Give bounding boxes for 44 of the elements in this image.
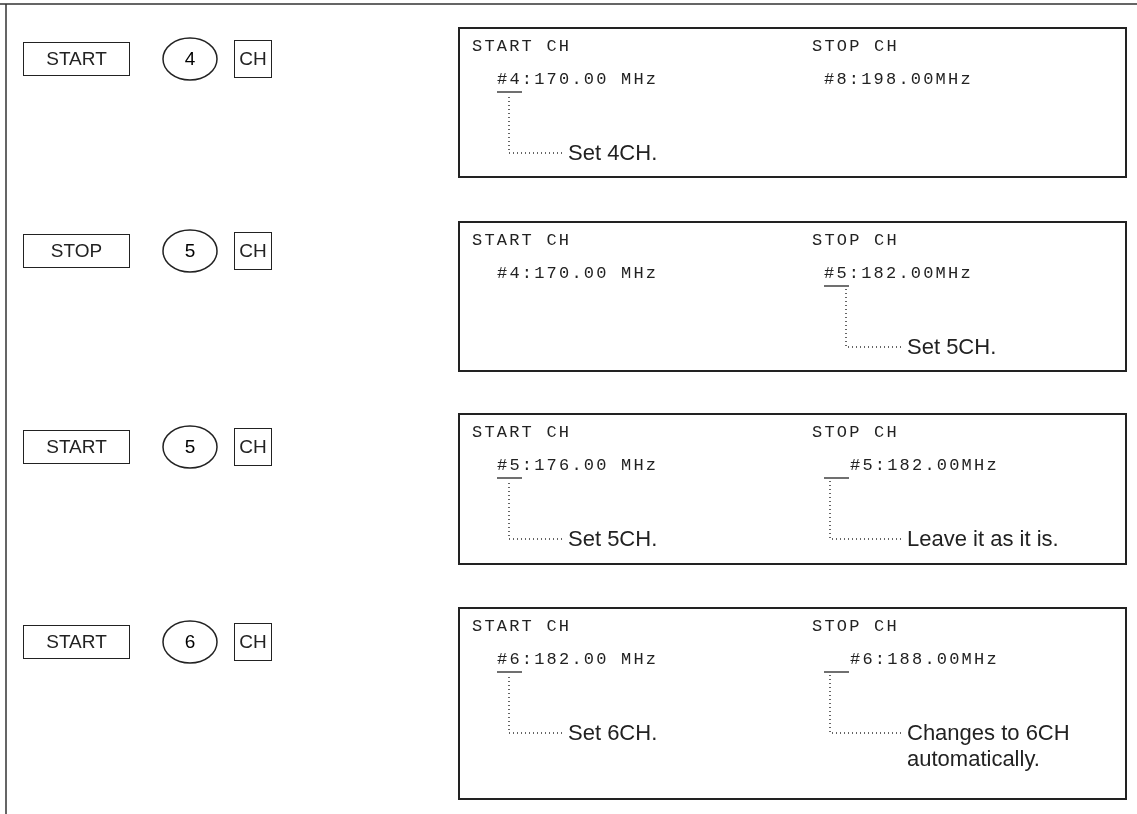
display-panel bbox=[458, 607, 1127, 800]
leader-line bbox=[845, 288, 902, 348]
key-digit: 4 bbox=[184, 48, 196, 70]
display-heading: STOP CH bbox=[812, 231, 899, 251]
annotation-note: Set 6CH. bbox=[568, 720, 768, 746]
annotation-note: Set 5CH. bbox=[568, 526, 768, 552]
annotation-note: Set 5CH. bbox=[907, 334, 1107, 360]
display-reading: #6:182.00 MHz bbox=[497, 650, 659, 670]
leader-line bbox=[508, 674, 563, 734]
display-heading: START CH bbox=[472, 423, 572, 443]
display-panel bbox=[458, 27, 1127, 178]
key-button: CH bbox=[234, 623, 272, 661]
display-heading: STOP CH bbox=[812, 37, 899, 57]
key-button: CH bbox=[234, 232, 272, 270]
key-button: START bbox=[23, 42, 130, 76]
leader-line bbox=[508, 480, 563, 540]
display-heading: START CH bbox=[472, 617, 572, 637]
display-reading: #4:170.00 MHz bbox=[497, 264, 659, 284]
key-digit: 6 bbox=[184, 631, 196, 653]
annotation-note: Changes to 6CH automatically. bbox=[907, 720, 1122, 772]
key-button: CH bbox=[234, 40, 272, 78]
key-button: STOP bbox=[23, 234, 130, 268]
key-button: CH bbox=[234, 428, 272, 466]
annotation-note: Set 4CH. bbox=[568, 140, 768, 166]
display-reading: #6:188.00MHz bbox=[850, 650, 999, 670]
display-heading: START CH bbox=[472, 37, 572, 57]
key-button: START bbox=[23, 430, 130, 464]
annotation-note: Leave it as it is. bbox=[907, 526, 1117, 552]
display-panel bbox=[458, 221, 1127, 372]
display-heading: STOP CH bbox=[812, 423, 899, 443]
display-reading: #4:170.00 MHz bbox=[497, 70, 659, 90]
key-button: START bbox=[23, 625, 130, 659]
display-panel bbox=[458, 413, 1127, 565]
leader-line bbox=[829, 480, 902, 540]
display-reading: #8:198.00MHz bbox=[824, 70, 973, 90]
display-heading: START CH bbox=[472, 231, 572, 251]
key-digit: 5 bbox=[184, 436, 196, 458]
leader-line bbox=[508, 94, 563, 154]
display-reading: #5:182.00MHz bbox=[850, 456, 999, 476]
display-heading: STOP CH bbox=[812, 617, 899, 637]
display-reading: #5:176.00 MHz bbox=[497, 456, 659, 476]
leader-line bbox=[829, 674, 902, 734]
display-reading: #5:182.00MHz bbox=[824, 264, 973, 284]
key-digit: 5 bbox=[184, 240, 196, 262]
